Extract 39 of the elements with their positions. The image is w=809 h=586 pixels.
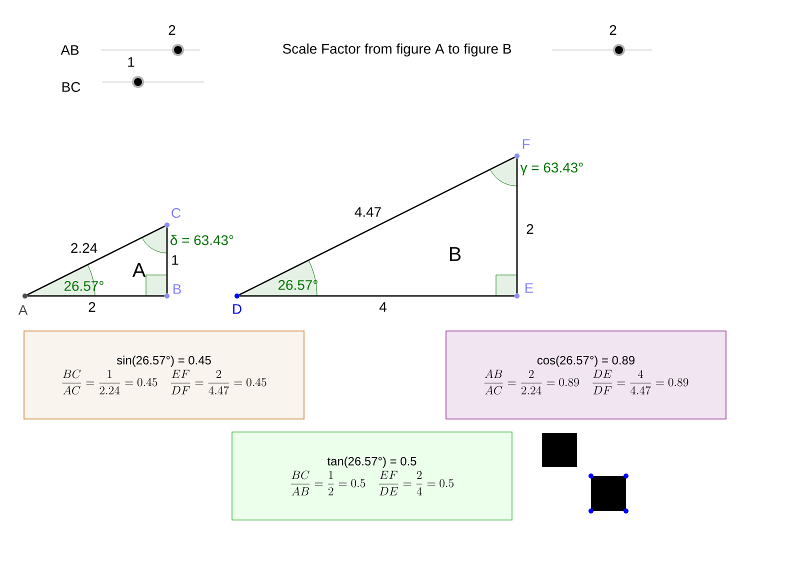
point	[22, 293, 28, 298]
point	[514, 293, 520, 298]
triangle-side	[166, 228, 168, 294]
angle-label: 26.57°	[278, 280, 318, 290]
point-label: D	[233, 304, 242, 314]
point	[164, 222, 170, 228]
angle-label: δ = 63.43°	[170, 234, 234, 246]
angle-label: 26.57°	[64, 281, 104, 291]
edge-label: 4.47	[354, 207, 381, 217]
figure-name: A	[132, 263, 146, 277]
slider-label: BC	[62, 82, 80, 92]
edge-label: 1	[172, 255, 178, 265]
slider-value: 2	[610, 25, 616, 35]
formula-box: tan(26.57°) = 0.5 $\frac{BC}{AB} = \frac{1}{2} = 0.5$ $\frac{EF}{DE} = \frac{2}{4} = 0.5$	[232, 432, 512, 520]
triangle-side	[516, 158, 518, 294]
figure-name: B	[450, 247, 461, 261]
point-label: F	[522, 139, 530, 149]
point-label: C	[172, 208, 181, 218]
edge-label: 2.24	[71, 243, 98, 253]
point	[164, 293, 170, 298]
slider-value: 2	[168, 25, 176, 35]
slider-value: 1	[128, 57, 134, 67]
slider-label: AB	[60, 45, 79, 55]
formula-box: sin(26.57°) = 0.45 $\frac{BC}{AC} = \frac{1}{2.24} = 0.45$ $\frac{EF}{DF} = \frac{2}{4.47} = 0.45$	[24, 330, 304, 420]
point-label: B	[174, 284, 181, 294]
slider-label: Scale Factor from figure A to figure B	[282, 43, 511, 56]
edge-label: 2	[88, 302, 96, 312]
point	[514, 153, 520, 158]
angle-label: γ = 63.43°	[520, 162, 583, 176]
point-label: A	[18, 305, 28, 315]
point	[234, 293, 240, 298]
edge-label: 4	[379, 302, 386, 312]
formula-box: cos(26.57°) = 0.89 $\frac{AB}{AC} = \frac{2}{2.24} = 0.89$ $\frac{DE}{DF} = \frac{4}{4.47} = 0.89$	[446, 330, 726, 420]
edge-label: 2	[526, 224, 534, 234]
triangle-side	[240, 295, 514, 297]
triangle-side	[239, 156, 515, 296]
triangle-side	[27, 226, 165, 296]
triangle-side	[28, 295, 164, 297]
point-label: E	[526, 283, 534, 293]
